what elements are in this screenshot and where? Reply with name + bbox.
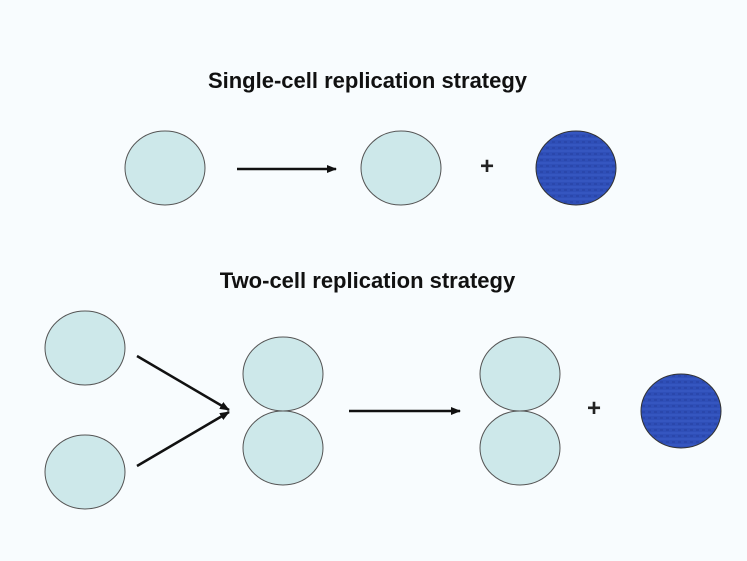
- single-cell-title: Single-cell replication strategy: [207, 68, 528, 93]
- daughter-cell: [535, 130, 617, 206]
- daughter-cell-two: [640, 373, 722, 449]
- parent-cell: [124, 130, 206, 206]
- two-cell-title: Two-cell replication strategy: [219, 268, 516, 293]
- paired-cell-top: [242, 336, 324, 412]
- parent-cell-top: [44, 310, 126, 386]
- paired-cell-bottom: [242, 410, 324, 486]
- plus-sign-single: +: [480, 153, 495, 180]
- result-cell-top: [479, 336, 561, 412]
- two-cell-row: [44, 310, 722, 510]
- single-cell-row: [124, 130, 617, 206]
- merge-arrow-top: [136, 354, 230, 412]
- surviving-cell: [360, 130, 442, 206]
- result-cell-bottom: [479, 410, 561, 486]
- merge-arrow-bottom: [136, 410, 230, 468]
- parent-cell-bottom: [44, 434, 126, 510]
- plus-sign-two: +: [587, 395, 602, 422]
